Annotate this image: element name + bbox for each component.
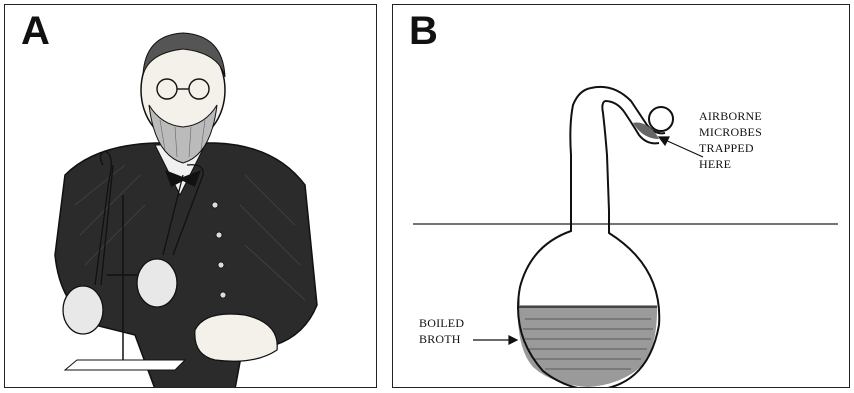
panel-a: A	[4, 4, 377, 388]
arrow-broth	[473, 336, 517, 344]
flask-neck-left	[570, 88, 591, 211]
label-microbes-line-1: AIRBORNE	[699, 108, 762, 124]
label-microbes-line-2: MICROBES	[699, 124, 762, 140]
flask-mouth	[649, 107, 673, 131]
panel-b: B	[392, 4, 850, 388]
pasteur-portrait-illustration	[5, 5, 377, 388]
label-boiled-broth: BOILED BROTH	[419, 315, 464, 347]
label-microbes-line-4: HERE	[699, 156, 762, 172]
label-microbes-line-3: TRAPPED	[699, 140, 762, 156]
flask-neck-right	[602, 101, 609, 211]
label-airborne-microbes: AIRBORNE MICROBES TRAPPED HERE	[699, 108, 762, 172]
label-broth-line-1: BOILED	[419, 315, 464, 331]
label-broth-line-2: BROTH	[419, 331, 464, 347]
arrow-microbes	[659, 137, 703, 157]
